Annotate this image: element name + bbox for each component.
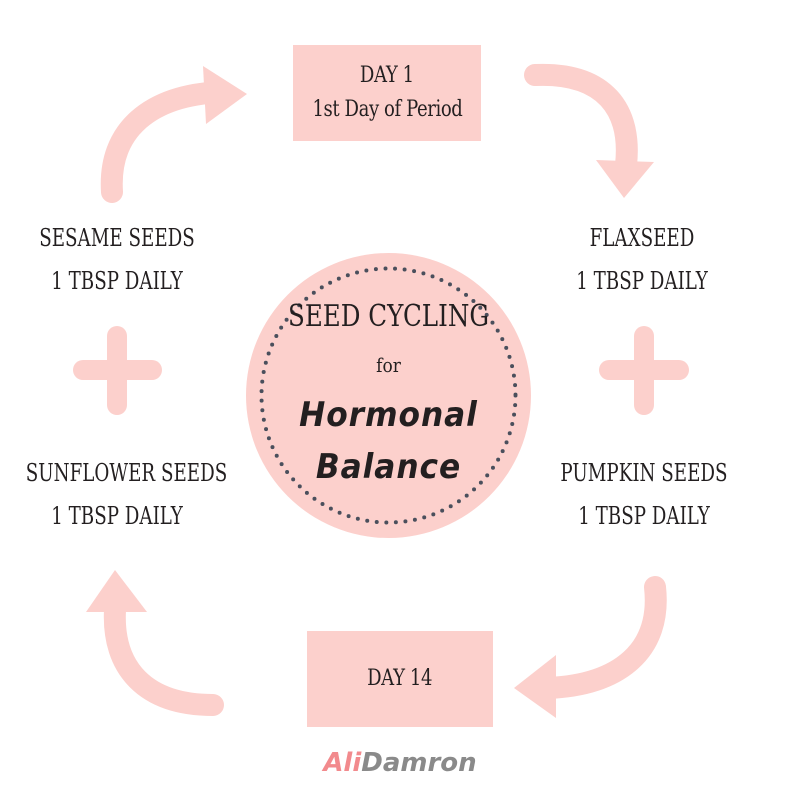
curved-arrow-icon: [537, 576, 667, 699]
title-for: for: [376, 353, 401, 377]
arrow-head-icon: [514, 655, 556, 718]
plus-icon: [599, 326, 689, 415]
seed-amount: 1 TBSP DAILY: [51, 502, 183, 530]
brand-first-name: Ali: [323, 748, 362, 778]
day-1-subtitle: 1st Day of Period: [312, 97, 462, 122]
curved-arrow-icon: [100, 81, 233, 203]
sunflower-seeds-label: SUNFLOWER SEEDS 1 TBSP DAILY: [0, 452, 237, 538]
arrow-head-icon: [203, 66, 247, 124]
flaxseed-label: FLAXSEED 1 TBSP DAILY: [522, 217, 762, 303]
pumpkin-seeds-label: PUMPKIN SEEDS 1 TBSP DAILY: [524, 452, 764, 538]
center-circle: [246, 253, 531, 538]
arrow-head-icon: [596, 160, 654, 198]
day-14-box: DAY 14: [307, 631, 493, 727]
brand-last-name: Damron: [361, 748, 477, 778]
seed-name: SESAME SEEDS: [39, 224, 195, 252]
seed-name: PUMPKIN SEEDS: [560, 459, 728, 487]
seed-amount: 1 TBSP DAILY: [576, 267, 708, 295]
seed-name: SUNFLOWER SEEDS: [25, 459, 228, 487]
curved-arrow-icon: [103, 599, 224, 716]
arrow-head-icon: [86, 570, 147, 612]
sesame-seeds-label: SESAME SEEDS 1 TBSP DAILY: [0, 217, 237, 303]
title-balance: Balance: [315, 447, 462, 487]
seed-amount: 1 TBSP DAILY: [578, 502, 710, 530]
seed-name: FLAXSEED: [589, 224, 695, 252]
seed-amount: 1 TBSP DAILY: [51, 267, 183, 295]
day-1-title: DAY 1: [360, 63, 414, 88]
curved-arrow-icon: [524, 63, 638, 176]
dotted-ring: [259, 266, 518, 525]
day-1-box: DAY 1 1st Day of Period: [293, 45, 481, 141]
plus-icon: [73, 326, 162, 415]
day-14-title: DAY 14: [367, 666, 433, 691]
title-seed-cycling: SEED CYCLING: [287, 299, 490, 334]
brand-logo: AliDamron: [320, 748, 480, 778]
title-hormonal: Hormonal: [299, 395, 478, 435]
